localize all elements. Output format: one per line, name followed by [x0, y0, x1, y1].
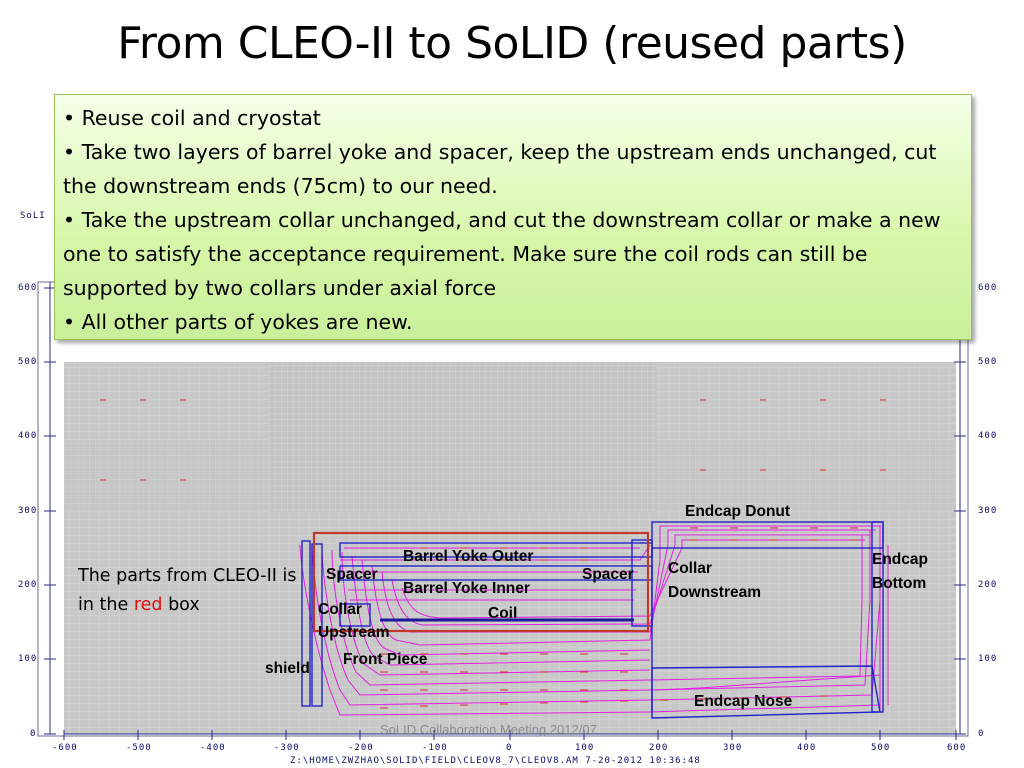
slide-footer: SoLID Collaboration Meeting 2012/07	[380, 722, 597, 737]
label-endcap-donut: Endcap Donut	[685, 503, 791, 520]
cleo-note-tail: box	[162, 595, 200, 615]
label-spacer-right: Spacer	[582, 566, 634, 583]
file-path-line: Z:\HOME\ZWZHAO\SOLID\FIELD\CLEOV8_7\CLEO…	[290, 756, 701, 766]
x-tick-300: 300	[723, 743, 743, 753]
label-coil: Coil	[488, 605, 518, 622]
cleo-reused-highlight-box	[312, 531, 650, 633]
y-tick-right-300: 300	[978, 506, 998, 516]
y-tick-left-0: 0	[30, 729, 37, 739]
field-arrows	[100, 399, 886, 709]
y-tick-left-500: 500	[18, 357, 38, 367]
x-tick--500: -500	[126, 743, 152, 753]
label-collar-upstream: Collar Upstream	[318, 601, 390, 641]
x-tick-200: 200	[649, 743, 669, 753]
y-tick-right-0: 0	[978, 729, 985, 739]
bullet-item: • Reuse coil and cryostat	[63, 106, 321, 130]
label-endcap-nose: Endcap Nose	[694, 693, 793, 710]
x-tick--400: -400	[200, 743, 226, 753]
bullet-item: • Take two layers of barrel yoke and spa…	[63, 140, 937, 198]
x-tick-600: 600	[947, 743, 967, 753]
label-shield: shield	[265, 660, 310, 677]
x-tick--200: -200	[348, 743, 374, 753]
x-tick-0: 0	[506, 743, 513, 753]
collar-upstream-outline	[339, 603, 371, 627]
x-tick-400: 400	[797, 743, 817, 753]
y-tick-left-200: 200	[18, 580, 38, 590]
bullet-item: • Take the upstream collar unchanged, an…	[63, 208, 941, 300]
bullet-item: • All other parts of yokes are new.	[63, 310, 413, 334]
x-tick--300: -300	[274, 743, 300, 753]
label-front-piece: Front Piece	[343, 651, 428, 668]
x-tick--600: -600	[52, 743, 78, 753]
program-label: SoLI	[20, 211, 46, 221]
y-tick-left-600: 600	[18, 283, 38, 293]
slide-title: From CLEO-II to SoLID (reused parts)	[117, 18, 907, 69]
label-barrel-yoke-outer: Barrel Yoke Outer	[403, 548, 534, 565]
label-barrel-yoke-inner: Barrel Yoke Inner	[403, 580, 530, 597]
cleo-note: The parts from CLEO-II is in the red box	[78, 562, 303, 620]
y-tick-left-100: 100	[18, 654, 38, 664]
geometry-outlines	[301, 521, 884, 719]
cleo-note-highlight: red	[133, 595, 163, 615]
y-tick-left-300: 300	[18, 506, 38, 516]
y-tick-right-200: 200	[978, 580, 998, 590]
y-tick-right-400: 400	[978, 431, 998, 441]
shield-outline	[301, 540, 311, 707]
x-tick--100: -100	[422, 743, 448, 753]
label-endcap-bottom: Endcap Bottom	[872, 551, 928, 592]
y-tick-right-500: 500	[978, 357, 998, 367]
label-spacer-left: Spacer	[326, 566, 378, 583]
bullet-box: • Reuse coil and cryostat • Take two lay…	[54, 94, 972, 340]
y-tick-right-600: 600	[978, 283, 998, 293]
cleo-note-text: The parts from CLEO-II is in the	[78, 566, 297, 615]
x-tick-100: 100	[575, 743, 595, 753]
x-axis	[63, 730, 957, 740]
x-tick-500: 500	[871, 743, 891, 753]
y-tick-right-100: 100	[978, 654, 998, 664]
y-tick-left-400: 400	[18, 431, 38, 441]
label-collar-downstream: Collar Downstream	[668, 560, 762, 601]
